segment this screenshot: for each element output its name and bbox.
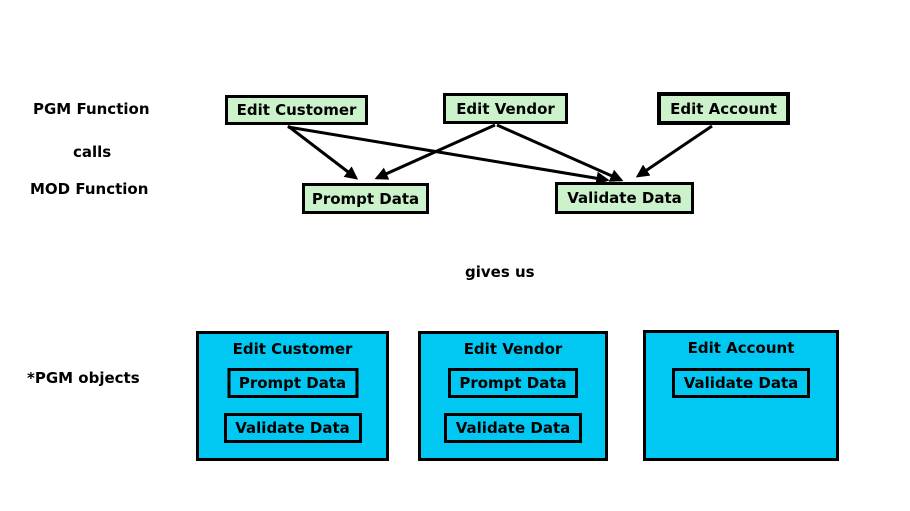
mod-box-prompt-data: Prompt Data [302,183,429,214]
module-box-validate-data: Validate Data [223,413,362,443]
arrow-edit-customer-to-prompt-data [287,124,359,180]
module-box-prompt-data: Prompt Data [227,368,358,398]
pgm-function-label: PGM Function [33,100,150,118]
arrow-edit-vendor-to-validate-data [496,123,624,182]
arrow-edit-account-to-validate-data [635,124,713,178]
module-box-validate-data: Validate Data [444,413,582,443]
pgm-objects-label: *PGM objects [27,369,140,387]
pgm-box-edit-vendor: Edit Vendor [443,93,568,124]
arrow-edit-vendor-to-prompt-data [374,123,496,180]
pgm-object-edit-customer: Edit Customer Prompt Data Validate Data [196,331,389,461]
module-box-prompt-data: Prompt Data [448,368,578,398]
module-box-validate-data: Validate Data [672,368,810,398]
calls-label: calls [73,143,112,161]
pgm-box-edit-customer: Edit Customer [225,95,368,125]
pgm-object-edit-vendor: Edit Vendor Prompt Data Validate Data [418,331,608,461]
mod-function-label: MOD Function [30,180,149,198]
gives-us-label: gives us [465,263,535,281]
pgm-object-title: Edit Account [687,339,795,357]
pgm-object-title: Edit Customer [232,340,353,358]
pgm-box-edit-account: Edit Account [657,92,790,125]
pgm-object-edit-account: Edit Account Validate Data [643,330,839,461]
pgm-object-title: Edit Vendor [463,340,563,358]
mod-box-validate-data: Validate Data [555,182,694,214]
arrow-edit-customer-to-validate-data [287,125,610,185]
